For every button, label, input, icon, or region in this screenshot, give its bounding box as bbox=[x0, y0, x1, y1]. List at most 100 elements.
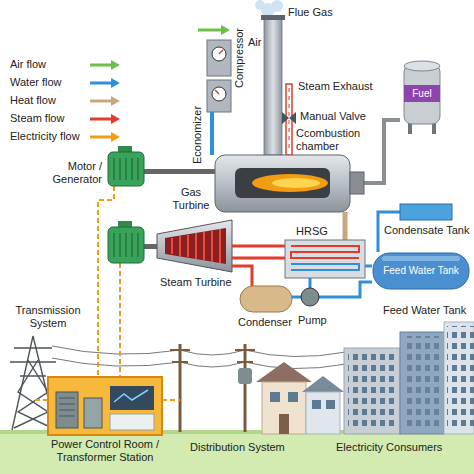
legend-text: Electricity flow bbox=[10, 130, 80, 143]
legend-arrow bbox=[90, 60, 120, 70]
turbine-shaft bbox=[144, 244, 158, 249]
control-room-shape bbox=[48, 377, 162, 435]
control-room-shape bbox=[110, 386, 154, 410]
steam-exhaust-pipe bbox=[282, 84, 296, 155]
water-flow bbox=[309, 278, 312, 288]
plant-label: Condensate Tank bbox=[384, 224, 469, 237]
chimney bbox=[261, 15, 285, 20]
compressor bbox=[212, 47, 226, 61]
electricity-flow bbox=[162, 399, 180, 401]
legend-arrow bbox=[90, 96, 120, 106]
compressor bbox=[207, 40, 231, 76]
control-room-shape bbox=[56, 392, 78, 428]
control-room-shape bbox=[59, 398, 75, 416]
motor-generator bbox=[108, 146, 144, 186]
flue-smoke bbox=[255, 0, 265, 10]
water-flow bbox=[319, 282, 372, 297]
legend-arrow bbox=[90, 100, 112, 103]
hrsg bbox=[285, 240, 365, 278]
node-text: Feed Water Tank bbox=[372, 264, 470, 277]
pump bbox=[301, 288, 319, 306]
legend-arrow bbox=[90, 78, 120, 88]
steam-flow bbox=[232, 257, 285, 260]
pole-transformer bbox=[238, 368, 252, 384]
steam-flow bbox=[232, 245, 285, 248]
economizer-pipe bbox=[210, 112, 214, 155]
steam-turbine bbox=[157, 220, 232, 272]
buildings bbox=[404, 336, 440, 430]
legend-arrow bbox=[111, 114, 120, 124]
compressor bbox=[207, 40, 231, 112]
control-room-shape bbox=[114, 390, 148, 402]
steam-flow bbox=[232, 266, 252, 286]
buildings bbox=[306, 392, 340, 434]
air-flow-arrow bbox=[198, 25, 230, 35]
legend-arrow bbox=[90, 114, 120, 124]
plant-label: Compressor bbox=[233, 28, 246, 88]
plant-label: Steam Exhaust bbox=[298, 80, 373, 93]
plant-label: Flue Gas bbox=[288, 6, 333, 19]
water-flow bbox=[292, 296, 301, 299]
fuel-tank: Fuel bbox=[400, 58, 444, 134]
plant-label: Manual Valve bbox=[300, 110, 366, 123]
motor-generator bbox=[108, 227, 144, 263]
electricity-flow bbox=[34, 399, 48, 401]
compressor bbox=[215, 90, 219, 94]
utility-pole bbox=[235, 344, 255, 432]
compressor bbox=[212, 87, 226, 101]
fuel-tank-shape bbox=[404, 61, 440, 71]
fuel-pipe bbox=[364, 120, 400, 183]
ground bbox=[0, 430, 474, 474]
gas-turbine-body bbox=[215, 155, 364, 212]
buildings bbox=[302, 376, 344, 392]
buildings bbox=[326, 400, 335, 409]
plant-label: Feed Water Tank bbox=[383, 304, 466, 317]
power-wires bbox=[52, 346, 346, 357]
compressor bbox=[219, 50, 223, 54]
buildings bbox=[348, 352, 396, 430]
compressor bbox=[207, 80, 231, 112]
motor-generator bbox=[114, 158, 138, 180]
buildings bbox=[279, 414, 289, 434]
condenser bbox=[240, 286, 292, 312]
manual-valve bbox=[282, 112, 296, 124]
air-flow-arrow bbox=[221, 25, 230, 35]
chimney bbox=[264, 18, 282, 155]
plant-label: Motor / Generator bbox=[40, 160, 102, 186]
steam-exhaust-pipe bbox=[289, 88, 290, 152]
node-text: Power Control Room / Transformer Station bbox=[40, 438, 170, 464]
hrsg bbox=[285, 240, 365, 278]
flue-smoke bbox=[271, 0, 283, 12]
legend-arrow bbox=[90, 132, 120, 142]
buildings bbox=[288, 392, 298, 402]
control-room-box: Power Control Room / Transformer Station bbox=[40, 376, 170, 466]
motor-generator bbox=[108, 152, 144, 186]
condenser bbox=[240, 286, 292, 312]
motor-generator bbox=[108, 221, 144, 263]
tank-shape bbox=[373, 253, 469, 289]
node-text: Fuel bbox=[400, 87, 444, 101]
legend-arrow bbox=[90, 136, 112, 139]
air-flow-arrow bbox=[198, 29, 222, 32]
plant-label: Gas Turbine bbox=[168, 186, 214, 212]
buildings bbox=[312, 400, 321, 409]
steam-turbine bbox=[157, 220, 232, 272]
buildings bbox=[447, 326, 474, 430]
plant-label: Condenser bbox=[238, 316, 292, 329]
electricity-flow bbox=[34, 186, 180, 400]
legend-arrow bbox=[90, 118, 112, 121]
control-room-shape bbox=[84, 398, 102, 428]
gas-turbine-body bbox=[272, 178, 320, 188]
fuel-pipe bbox=[364, 120, 400, 183]
water-flow bbox=[365, 265, 372, 268]
gas-turbine-body bbox=[252, 174, 328, 192]
economizer-pipe bbox=[212, 112, 213, 155]
buildings bbox=[270, 392, 280, 402]
hrsg bbox=[291, 246, 359, 258]
ground bbox=[0, 430, 474, 474]
transmission-tower bbox=[10, 348, 56, 376]
buildings bbox=[256, 362, 312, 382]
heat-flow bbox=[345, 212, 346, 240]
